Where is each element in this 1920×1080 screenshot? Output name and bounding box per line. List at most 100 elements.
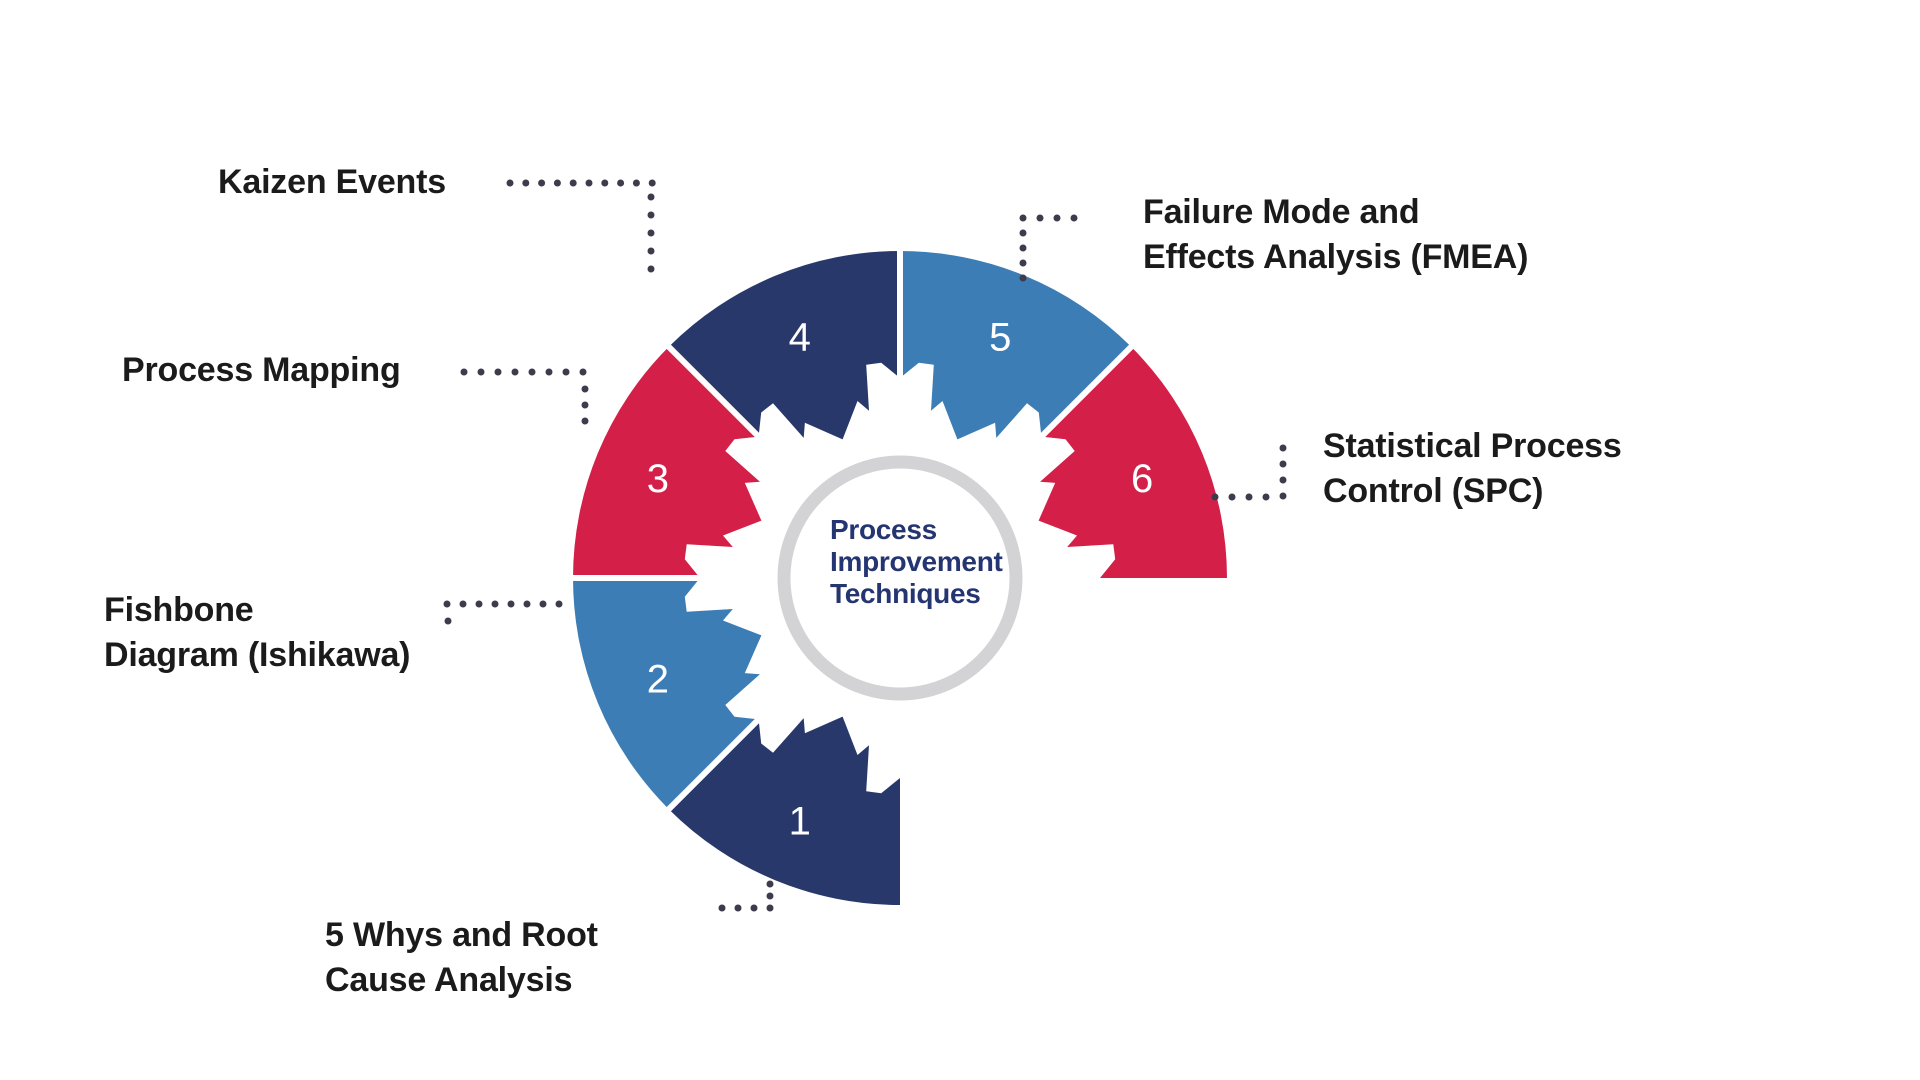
leader-dots-fmea (1019, 214, 1078, 282)
segment-number-4: 4 (789, 315, 811, 359)
leader-dot (1019, 214, 1027, 222)
leader-dot (766, 892, 774, 900)
leader-dot (1019, 259, 1027, 267)
leader-dots-fishbone (443, 600, 563, 625)
leader-dot (617, 179, 625, 187)
leader-dot (523, 600, 531, 608)
leader-dot (1019, 274, 1027, 282)
leader-dot (601, 179, 609, 187)
leader-dots-process-mapping (460, 368, 589, 425)
leader-dot (511, 368, 519, 376)
leader-dot (585, 179, 593, 187)
leader-dot (459, 600, 467, 608)
leader-dot (507, 600, 515, 608)
segment-divider (660, 680, 798, 818)
leader-dot (632, 179, 640, 187)
gear-segment-4 (668, 251, 900, 440)
center-title: Process Improvement Techniques (830, 514, 1003, 610)
center-ring (777, 455, 1023, 701)
leader-dot (1279, 492, 1287, 500)
label-line: Control (SPC) (1323, 472, 1544, 510)
label-line: Kaizen Events (218, 163, 446, 201)
label-line: Diagram (Ishikawa) (104, 636, 411, 674)
leader-dot (647, 265, 655, 273)
leader-dot (539, 600, 547, 608)
label-spc: Statistical Process Control (SPC) (1323, 424, 1622, 514)
leader-dot (1279, 460, 1287, 468)
leader-dot (581, 385, 589, 393)
leader-dot (477, 368, 485, 376)
leader-dot (1279, 476, 1287, 484)
leader-dot (569, 179, 577, 187)
leader-dot (444, 617, 452, 625)
leader-dot (555, 600, 563, 608)
leader-dot (647, 193, 655, 201)
label-line: Effects Analysis (FMEA) (1143, 238, 1529, 276)
leader-dot (734, 904, 742, 912)
leader-dot (718, 904, 726, 912)
leader-dot (1070, 214, 1078, 222)
leader-dot (766, 904, 774, 912)
label-line: Cause Analysis (325, 961, 573, 999)
gear-segment-6 (1038, 346, 1227, 578)
center-title-line: Techniques (830, 578, 981, 609)
leader-dot (581, 417, 589, 425)
leader-dot (522, 179, 530, 187)
segment-number-1: 1 (789, 800, 811, 844)
label-five-whys: 5 Whys and Root Cause Analysis (325, 913, 598, 1003)
leader-dot (1211, 493, 1219, 501)
gear-segment-1 (668, 716, 900, 905)
label-line: Statistical Process (1323, 427, 1622, 465)
leader-dot (579, 368, 587, 376)
leader-dot (750, 904, 758, 912)
leader-dot (581, 401, 589, 409)
label-line: 5 Whys and Root (325, 916, 598, 954)
leader-dot (562, 368, 570, 376)
leader-dot (475, 600, 483, 608)
leader-dots-five-whys (718, 880, 774, 912)
gear-segment-5 (900, 251, 1132, 440)
segment-number-6: 6 (1131, 457, 1153, 501)
segment-number-2: 2 (647, 658, 669, 702)
leader-dot (1036, 214, 1044, 222)
label-line: Process Mapping (122, 351, 401, 389)
leader-dot (648, 179, 656, 187)
label-fishbone: Fishbone Diagram (Ishikawa) (104, 588, 410, 678)
gear-segment-3 (573, 346, 762, 578)
label-fmea: Failure Mode and Effects Analysis (FMEA) (1143, 190, 1528, 280)
leader-dot (443, 600, 451, 608)
label-line: Failure Mode and (1143, 193, 1420, 231)
segment-number-5: 5 (989, 315, 1011, 359)
gear-segment-2 (573, 578, 762, 810)
leader-dot (647, 229, 655, 237)
segment-divider (1002, 338, 1140, 476)
leader-dot (494, 368, 502, 376)
leader-dot (1262, 493, 1270, 501)
leader-dots-kaizen-events (506, 179, 656, 273)
leader-dot (1019, 229, 1027, 237)
segment-number-3: 3 (647, 457, 669, 501)
segment-divider (660, 338, 798, 476)
leader-dot (553, 179, 561, 187)
leader-dot (1279, 444, 1287, 452)
leader-dot (766, 880, 774, 888)
leader-dot (647, 211, 655, 219)
leader-dot (491, 600, 499, 608)
leader-dot (528, 368, 536, 376)
leader-dot (460, 368, 468, 376)
label-process-mapping: Process Mapping (122, 348, 401, 393)
label-line: Fishbone (104, 591, 254, 629)
leader-dot (1245, 493, 1253, 501)
leader-dot (647, 247, 655, 255)
center-title-line: Improvement (830, 546, 1003, 577)
leader-dot (506, 179, 514, 187)
leader-dots-spc (1211, 444, 1287, 501)
center-title-line: Process (830, 514, 937, 545)
leader-dot (538, 179, 546, 187)
leader-dot (1053, 214, 1061, 222)
leader-dot (1228, 493, 1236, 501)
leader-dot (1019, 244, 1027, 252)
label-kaizen-events: Kaizen Events (218, 160, 446, 205)
